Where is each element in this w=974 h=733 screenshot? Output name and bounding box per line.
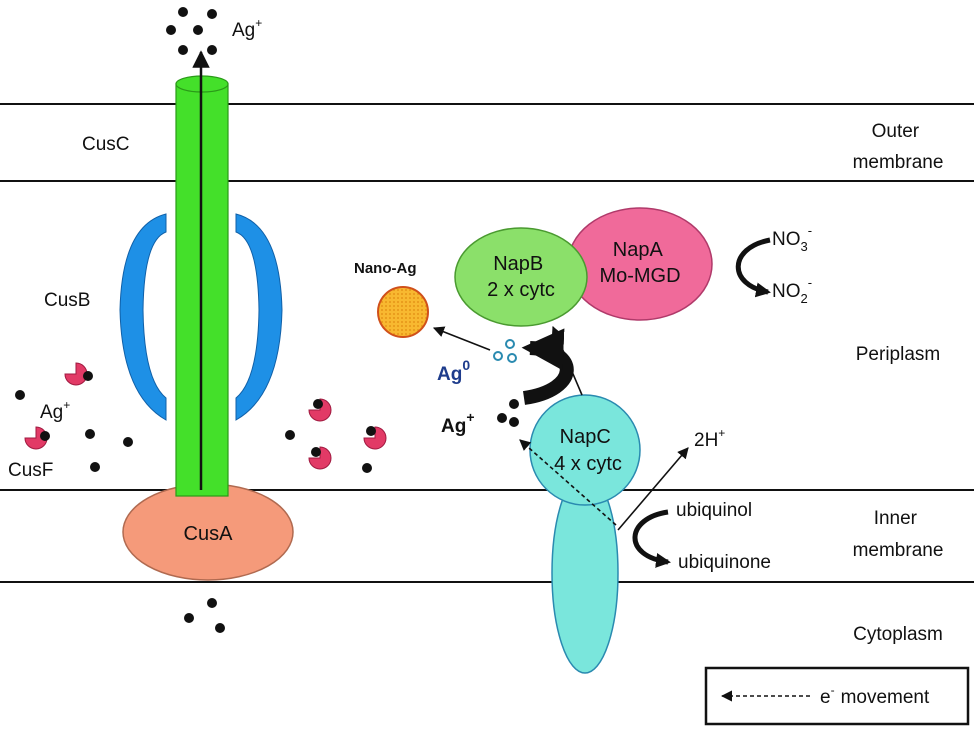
no2-label: NO2-	[772, 275, 812, 306]
outer-membrane-label-line1: Outer	[872, 121, 920, 142]
napc-protein	[529, 394, 641, 506]
proton-arrow	[617, 447, 689, 531]
ag-top-label: Ag+	[232, 16, 262, 41]
cytoplasm-label: Cytoplasm	[853, 624, 943, 645]
inner-membrane-label-line1: Inner	[874, 508, 918, 529]
cusb-right	[235, 213, 283, 421]
nitrate-reduction-arrow	[735, 237, 771, 298]
periplasm-label: Periplasm	[856, 344, 940, 365]
no3-label: NO3-	[772, 223, 812, 254]
two-h-label: 2H+	[694, 426, 725, 451]
ag-ions-cytoplasm	[184, 598, 225, 633]
napc-label: NapC 4 x cytc	[554, 426, 622, 475]
electron-dashed-arrow	[519, 439, 617, 526]
inner-membrane-label: Inner membrane	[853, 508, 944, 561]
membrane-lines	[0, 103, 974, 583]
nano-ag-particle	[377, 286, 429, 338]
napa-label: NapA Mo-MGD	[599, 239, 680, 287]
cusb-label: CusB	[44, 290, 90, 311]
cusb-left	[119, 213, 167, 421]
cusf-label: CusF	[8, 460, 53, 481]
ag-zero-label: Ag0	[437, 357, 470, 385]
ubiquinol-label: ubiquinol	[676, 500, 752, 521]
cusf-left-group	[15, 362, 133, 472]
nano-ag-label: Nano-Ag	[354, 260, 417, 277]
reduction-arrow	[521, 328, 574, 405]
legend-label: e-movement	[820, 683, 930, 708]
outer-membrane-label-line2: membrane	[853, 152, 944, 173]
ag-ions-top	[166, 7, 217, 55]
ag-left-label: Ag+	[40, 398, 70, 423]
ag-plus-label: Ag+	[441, 409, 475, 437]
napb-label: NapB 2 x cytc	[487, 253, 555, 301]
legend-box: e-movement	[704, 666, 970, 726]
ubiquinol-arrow	[632, 509, 671, 568]
outer-membrane-label: Outer membrane	[853, 121, 944, 173]
ag-plus-ions	[497, 399, 519, 427]
napb-protein	[454, 227, 588, 327]
ubiquinone-label: ubiquinone	[678, 552, 771, 573]
cusc-label: CusC	[82, 134, 130, 155]
ag-zero-atoms	[493, 339, 517, 363]
cusf-right-group	[285, 398, 387, 473]
ag-to-nano-arrow	[432, 326, 491, 351]
cusa-label: CusA	[184, 523, 234, 545]
inner-membrane-label-line2: membrane	[853, 540, 944, 561]
napa-protein	[567, 207, 713, 321]
